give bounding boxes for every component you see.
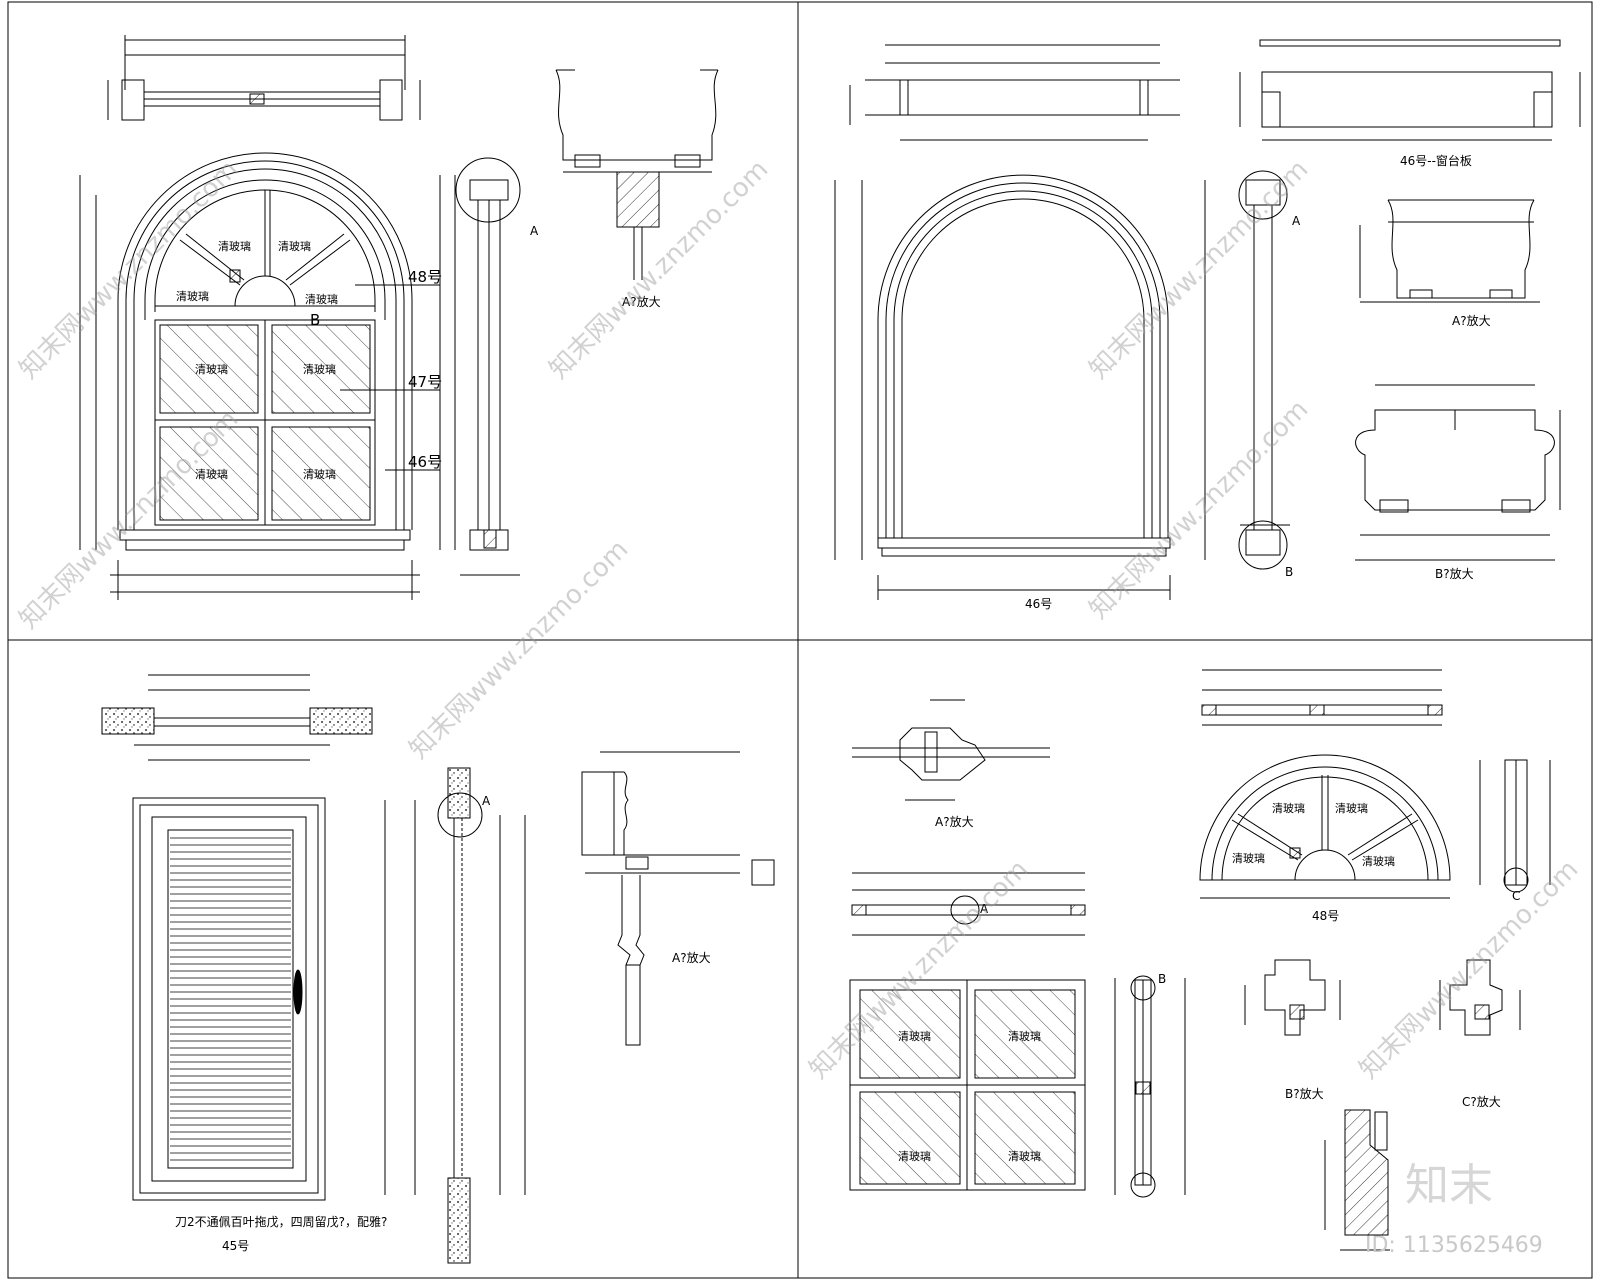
watermark-text: 知末网www.znzmo.com (1084, 394, 1315, 625)
panel-bottom-left (101, 674, 775, 1264)
detail-A-enlarged-46 (1359, 199, 1540, 303)
marker-A: A (530, 224, 539, 238)
detail-caption: A?放大 (672, 950, 711, 965)
marker-A: A (1292, 214, 1301, 228)
panel-top-left (79, 35, 719, 600)
brand-logo-text: 知末 (1405, 1160, 1493, 1211)
detail-B-caption: B?放大 (1435, 566, 1474, 581)
marker-B: B (1285, 565, 1293, 579)
panel-bottom-left-labels: A A?放大 刀2不通佩百叶拖戊，四周留戊?，配雅? 45号 (175, 794, 711, 1253)
watermark-text: 知末网www.znzmo.com (1354, 854, 1585, 1085)
callout-48: 48号 (408, 268, 442, 286)
side-section-47 (1114, 975, 1186, 1198)
louver-slats (170, 837, 291, 1161)
marker-A: A (980, 902, 989, 916)
arch-caption: 48号 (1312, 909, 1339, 923)
glass-label: 清玻璃 (218, 239, 251, 253)
image-id-label: ID: 1135625469 (1365, 1233, 1543, 1258)
glass-label: 清玻璃 (1008, 1029, 1041, 1043)
glass-label: 清玻璃 (176, 289, 209, 303)
callout-47: 47号 (408, 373, 442, 391)
panel-top-right (834, 39, 1581, 600)
detail-B-enlarged-br (1244, 959, 1341, 1036)
detail-caption: A?放大 (622, 294, 661, 309)
glass-label: 清玻璃 (898, 1149, 931, 1163)
sheet-frame (7, 1, 1593, 1279)
panel-bottom-right (849, 669, 1551, 1251)
sill-board-section (1239, 39, 1581, 141)
detail-A-enlarged-45 (581, 751, 775, 1046)
glass-label: 清玻璃 (1335, 801, 1368, 815)
louvered-door-elevation (132, 797, 326, 1201)
arched-window-elevation (79, 152, 440, 600)
plan-section-48-br (1201, 669, 1443, 726)
side-section-45 (384, 767, 526, 1264)
glass-label: 清玻璃 (278, 239, 311, 253)
glass-label: 清玻璃 (1272, 801, 1305, 815)
detail-B-caption: B?放大 (1285, 1086, 1324, 1101)
glass-label: 清玻璃 (898, 1029, 931, 1043)
glass-label: 清玻璃 (303, 362, 336, 376)
door-caption: 45号 (222, 1239, 249, 1253)
glass-label: 清玻璃 (303, 467, 336, 481)
side-section-46 (1238, 170, 1290, 570)
half-round-window-48 (1199, 754, 1451, 899)
marker-A: A (482, 794, 491, 808)
detail-A-caption: A?放大 (1452, 313, 1491, 328)
callout-46: 46号 (408, 453, 442, 471)
arch-frame-elevation-46 (834, 174, 1206, 600)
sill-caption: 46号--窗台板 (1400, 153, 1472, 168)
watermark-text: 知末网www.znzmo.com (404, 534, 635, 765)
elevation-caption: 46号 (1025, 597, 1052, 611)
glass-label: 清玻璃 (195, 467, 228, 481)
glass-label: 清玻璃 (305, 292, 338, 306)
marker-B: B (1158, 972, 1166, 986)
detail-B-enlarged-46 (1355, 384, 1561, 561)
side-section-window (439, 157, 521, 576)
glass-label: 清玻璃 (1232, 851, 1265, 865)
plan-section-47 (851, 872, 1086, 936)
detail-A-enlarged-top-left (555, 69, 719, 280)
watermark-text: 知末网www.znzmo.com (1084, 154, 1315, 385)
detail-C-caption: C?放大 (1462, 1094, 1501, 1109)
plan-section-46 (849, 44, 1180, 141)
glass-label: 清玻璃 (1008, 1149, 1041, 1163)
detail-A-enlarged-br (852, 699, 1050, 801)
plan-section-45 (101, 674, 373, 761)
marker-B: B (310, 311, 320, 329)
glazed-door-elevation-47 (849, 979, 1086, 1191)
glass-label: 清玻璃 (195, 362, 228, 376)
panel-bottom-right-labels: A?放大 清玻璃 清玻璃 清玻璃 清玻璃 48号 C A B 清玻璃 清玻璃 清… (898, 801, 1520, 1163)
detail-A-caption: A?放大 (935, 814, 974, 829)
side-section-48-br (1479, 759, 1551, 893)
marker-C: C (1512, 889, 1520, 903)
panel-top-right-labels: 46号--窗台板 A B A?放大 B?放大 46号 (1025, 153, 1491, 611)
detail-C-enlarged-br (1439, 959, 1521, 1036)
profile-detail-br (1324, 1109, 1390, 1251)
glass-label: 清玻璃 (1362, 854, 1395, 868)
plan-section-48 (107, 35, 421, 121)
door-note: 刀2不通佩百叶拖戊，四周留戊?，配雅? (175, 1214, 387, 1229)
panel-top-left-labels: 清玻璃 清玻璃 清玻璃 清玻璃 清玻璃 清玻璃 清玻璃 清玻璃 48号 47号 … (176, 224, 661, 481)
